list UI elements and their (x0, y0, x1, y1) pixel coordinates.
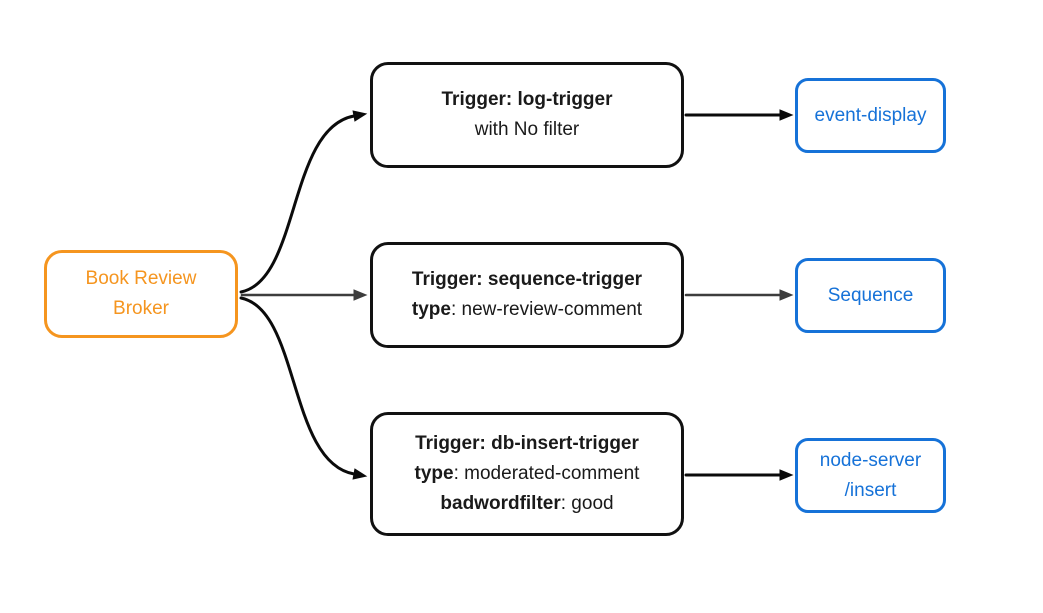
sink-label-line1: node-server (819, 449, 922, 471)
trigger-filter-key: type (414, 463, 454, 484)
sink-node-node-server-insert: node-server /insert (795, 438, 946, 513)
trigger-title: Trigger: sequence-trigger (411, 269, 643, 290)
broker-label-line2: Broker (113, 298, 169, 319)
sink-label: Sequence (827, 284, 914, 306)
trigger-filter-line: type: moderated-comment (415, 459, 640, 489)
trigger-filter-value: with No filter (474, 119, 580, 140)
trigger-filter-value2: : good (560, 493, 614, 514)
sink-label-line2: /insert (844, 479, 897, 501)
trigger-filter-value: : moderated-comment (453, 463, 640, 484)
sink-node-sequence: Sequence (795, 258, 946, 333)
trigger-node-sequence-trigger: Trigger: sequence-trigger type: new-revi… (370, 242, 684, 348)
trigger-filter-line: with No filter (475, 115, 580, 145)
trigger-filter-key: type (411, 299, 451, 320)
trigger-node-db-insert-trigger: Trigger: db-insert-trigger type: moderat… (370, 412, 684, 536)
trigger-node-log-trigger: Trigger: log-trigger with No filter (370, 62, 684, 168)
broker-label-line1: Book Review (85, 268, 197, 289)
trigger-filter-value: : new-review-comment (450, 299, 643, 320)
trigger-title: Trigger: db-insert-trigger (415, 433, 639, 454)
edge-broker-to-log-trigger (239, 110, 368, 294)
trigger-title: Trigger: log-trigger (441, 89, 613, 110)
sink-label: event-display (814, 104, 927, 126)
trigger-filter-line2: badwordfilter: good (440, 489, 613, 519)
sink-node-event-display: event-display (795, 78, 946, 153)
trigger-filter-key2: badwordfilter (440, 493, 561, 514)
trigger-filter-line: type: new-review-comment (412, 295, 642, 325)
broker-node: Book Review Broker (44, 250, 238, 338)
edge-broker-to-db-insert-trigger (239, 296, 368, 480)
